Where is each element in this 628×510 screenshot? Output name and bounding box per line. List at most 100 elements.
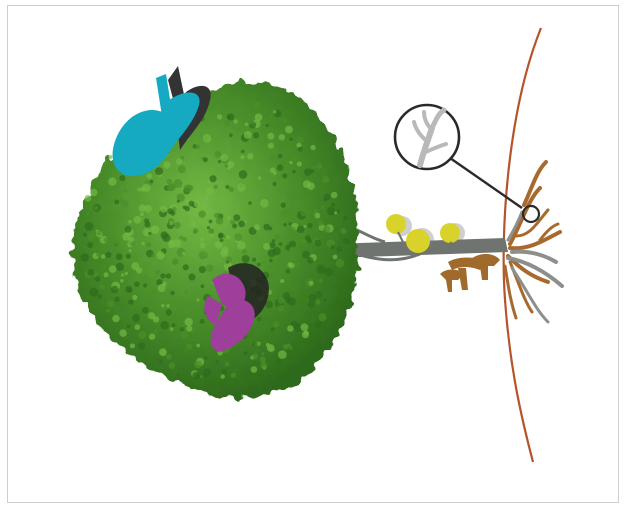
leaf-cluster <box>307 182 315 190</box>
leaf-cluster <box>218 160 221 163</box>
leaf-cluster <box>203 134 212 143</box>
leaf-cluster <box>317 265 326 274</box>
leaf-cluster <box>125 226 132 233</box>
leaf-cluster <box>150 180 154 184</box>
leaf-cluster <box>272 239 275 242</box>
leaf-cluster <box>221 374 225 378</box>
leaf-cluster <box>300 238 306 244</box>
leaf-cluster <box>225 362 229 366</box>
leaf-cluster <box>241 150 245 154</box>
leaf-cluster <box>107 300 114 307</box>
leaf-cluster <box>188 273 195 280</box>
leaf-cluster <box>105 252 111 258</box>
leaf-cluster <box>181 331 188 338</box>
leaf-cluster <box>138 342 145 349</box>
leaf-cluster <box>201 284 205 288</box>
leaf-cluster <box>220 238 224 242</box>
leaf-cluster <box>320 205 324 209</box>
leaf-cluster <box>128 220 132 224</box>
leaf-cluster <box>260 356 266 362</box>
leaf-cluster <box>214 213 219 218</box>
leaf-cluster <box>239 170 248 179</box>
leaf-cluster <box>97 231 102 236</box>
leaf-cluster <box>209 175 216 182</box>
leaf-cluster <box>307 223 312 228</box>
leaf-cluster <box>200 375 203 378</box>
leaf-cluster <box>269 259 273 263</box>
leaf-cluster <box>272 182 276 186</box>
leaf-cluster <box>109 155 113 159</box>
leaf-cluster <box>268 249 276 257</box>
leaf-cluster <box>318 220 324 226</box>
leaf-cluster <box>287 325 294 332</box>
leaf-cluster <box>166 309 172 315</box>
roots-icon <box>505 162 562 322</box>
leaf-cluster <box>279 242 283 246</box>
leaf-cluster <box>225 164 229 168</box>
leaf-cluster <box>123 275 127 279</box>
leaf-cluster <box>204 356 207 359</box>
leaf-cluster <box>131 262 139 270</box>
leaf-cluster <box>160 231 168 239</box>
leaf-cluster <box>255 113 263 121</box>
leaf-cluster <box>145 222 151 228</box>
leaf-cluster <box>148 312 155 319</box>
leaf-cluster <box>324 299 327 302</box>
leaf-cluster <box>238 221 245 228</box>
leaf-cluster <box>282 173 287 178</box>
leaf-cluster <box>117 250 121 254</box>
leaf-cluster <box>242 249 247 254</box>
leaf-cluster <box>287 226 296 235</box>
leaf-cluster <box>170 291 174 295</box>
leaf-cluster <box>285 126 293 134</box>
leaf-cluster <box>220 249 228 257</box>
leaf-cluster <box>331 192 338 199</box>
leaf-cluster <box>311 145 316 150</box>
leaf-cluster <box>312 166 315 169</box>
leaf-cluster <box>132 314 140 322</box>
leaf-cluster <box>230 220 235 225</box>
leaf-cluster <box>229 187 234 192</box>
leaf-cluster <box>87 233 95 241</box>
leaf-cluster <box>128 288 132 292</box>
leaf-cluster <box>304 330 309 335</box>
leaf-cluster <box>200 319 205 324</box>
leaf-cluster <box>114 297 119 302</box>
leaf-cluster <box>290 246 294 250</box>
leaf-cluster <box>138 331 146 339</box>
leaf-cluster <box>156 251 164 259</box>
leaf-cluster <box>114 200 119 205</box>
leaf-cluster <box>168 183 176 191</box>
leaf-cluster <box>273 110 276 113</box>
leaf-cluster <box>247 153 253 159</box>
leaf-cluster <box>323 226 330 233</box>
leaf-cluster <box>271 328 275 332</box>
leaf-cluster <box>281 203 286 208</box>
leaf-cluster <box>266 124 269 127</box>
leaf-cluster <box>331 245 335 249</box>
leaf-cluster <box>286 269 290 273</box>
leaf-cluster <box>248 201 252 205</box>
magnifier-icon <box>395 105 539 222</box>
leaf-cluster <box>251 366 258 373</box>
leaf-cluster <box>277 139 281 143</box>
leaf-cluster <box>155 270 160 275</box>
leaf-cluster <box>225 235 230 240</box>
leaf-cluster <box>331 203 335 207</box>
leaf-cluster <box>206 188 214 196</box>
leaf-cluster <box>205 196 208 199</box>
leaf-cluster <box>199 266 206 273</box>
leaf-cluster <box>277 305 284 312</box>
leaf-cluster <box>278 350 287 359</box>
leaf-cluster <box>158 284 166 292</box>
leaf-cluster <box>170 211 175 216</box>
leaf-cluster <box>343 238 350 245</box>
leaf-cluster <box>297 136 304 143</box>
leaf-cluster <box>309 294 317 302</box>
leaf-cluster <box>109 265 117 273</box>
leaf-cluster <box>206 264 214 272</box>
leaf-cluster <box>302 251 310 259</box>
leaf-cluster <box>166 304 169 307</box>
leaf-cluster <box>258 176 262 180</box>
leaf-cluster <box>174 222 181 229</box>
